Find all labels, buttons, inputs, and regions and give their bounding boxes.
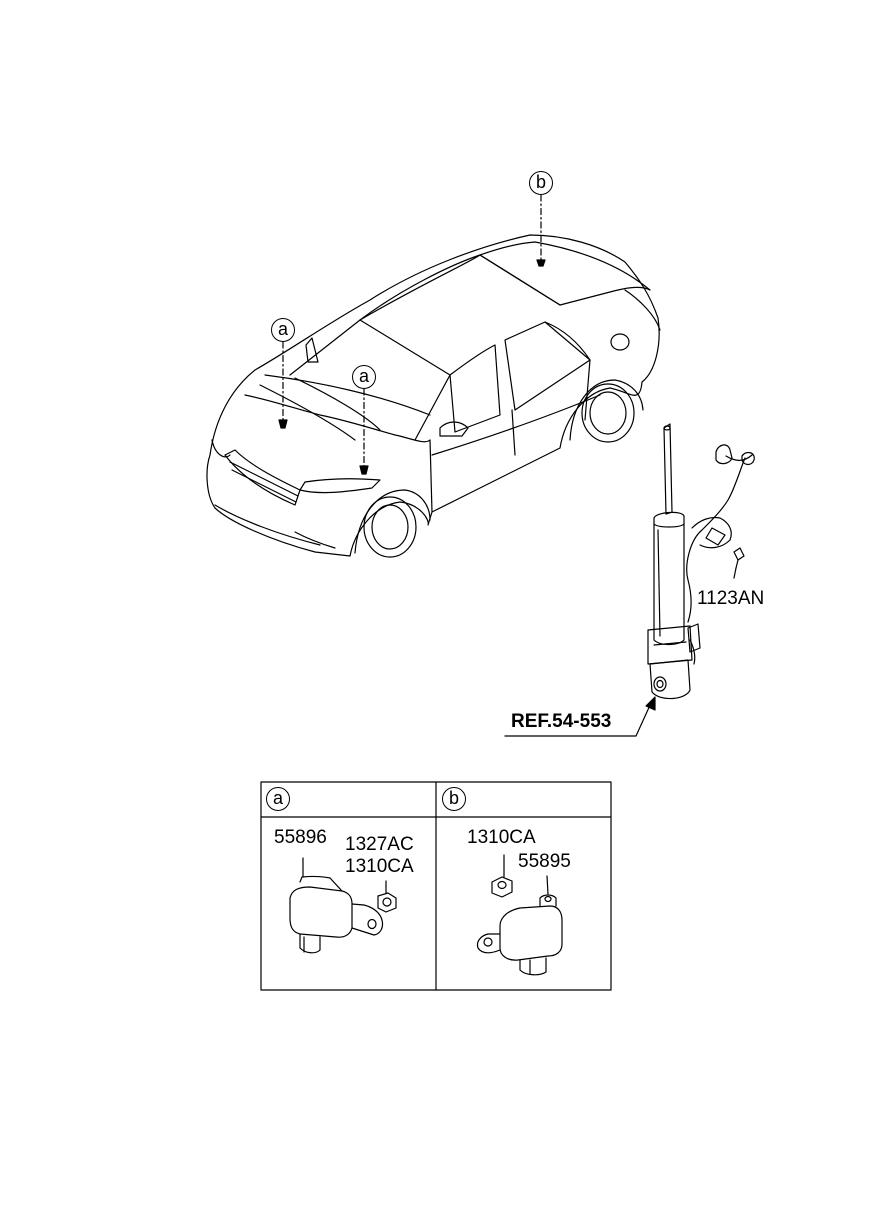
strut-illustration [504,423,755,737]
callout-b1-leader [536,194,546,267]
callout-a-right: a [352,365,376,389]
part-1310ca-b: 1310CA [467,827,536,848]
nut-a-1310ca [377,880,397,913]
parts-table [260,781,612,991]
table-header-b: b [442,787,466,811]
table-header-a: a [266,787,290,811]
part-1327ac: 1327AC [345,834,414,855]
label-ref-54-553: REF.54-553 [511,711,612,732]
sensor-b-55895 [476,875,563,976]
part-55895: 55895 [518,851,571,872]
sensor-a-55896 [289,857,384,954]
callout-a1-leader [278,341,288,429]
nut-b-1310ca [491,854,513,898]
callout-a-left: a [271,318,295,342]
label-1123an: 1123AN [697,588,765,609]
part-1310ca-a: 1310CA [345,856,414,877]
callout-b: b [529,171,553,195]
part-55896: 55896 [274,827,327,848]
callout-a2-leader [359,388,369,475]
car-illustration [206,234,661,558]
